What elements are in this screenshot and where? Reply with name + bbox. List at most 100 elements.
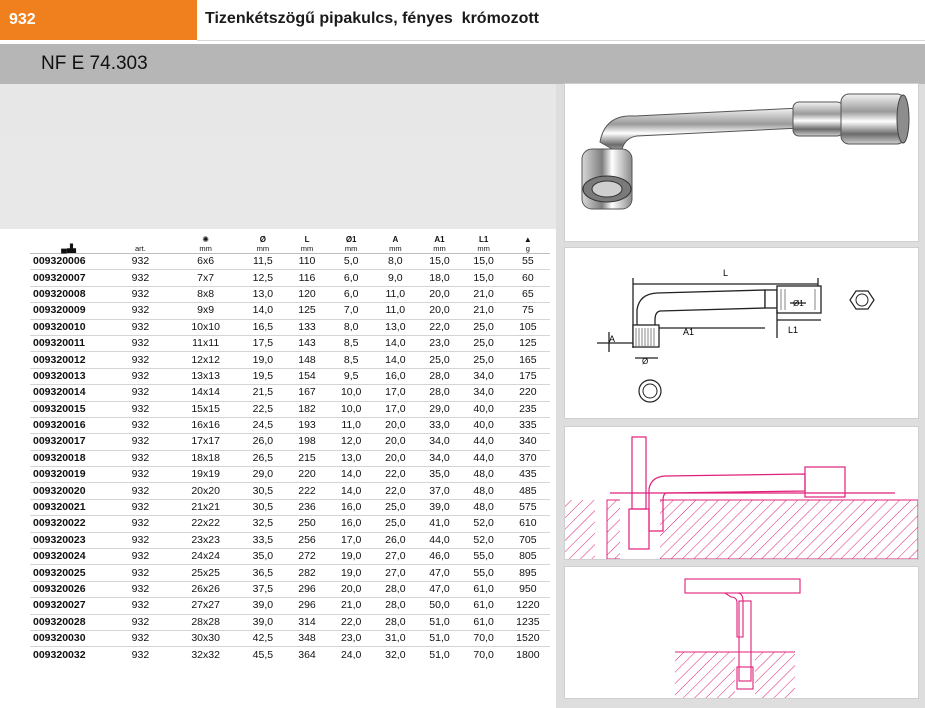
cell-d: 26,5 xyxy=(252,451,274,464)
cell-A1: 51,0 xyxy=(429,632,450,645)
cell-d: 19,5 xyxy=(252,369,274,382)
cell-d1: 14,0 xyxy=(340,468,362,481)
cell-A1: 50,0 xyxy=(429,599,450,612)
cell-size: 11x11 xyxy=(192,337,220,350)
cell-size: 10x10 xyxy=(191,320,220,333)
cell-L1: 61,0 xyxy=(473,599,494,612)
cell-L: 215 xyxy=(298,451,316,464)
product-title: Tizenkétszögű pipakulcs, fényes krómozot… xyxy=(205,10,539,27)
usage-drawing-1-frame xyxy=(565,427,919,560)
cell-d1: 14,0 xyxy=(340,484,362,497)
cell-A: 27,0 xyxy=(385,566,406,579)
cell-A: 14,0 xyxy=(385,337,406,350)
cell-A1: 44,0 xyxy=(429,533,450,546)
cell-d1: 23,0 xyxy=(340,632,362,645)
cell-g: 1220 xyxy=(516,599,540,612)
cell-L: 272 xyxy=(298,550,316,563)
cell-g: 55 xyxy=(522,255,534,268)
cell-art: 009320017 xyxy=(33,435,86,448)
cell-ref: 932 xyxy=(131,402,150,415)
cell-L: 143 xyxy=(298,337,316,350)
cell-A1: 15,0 xyxy=(429,255,450,268)
cell-ref: 932 xyxy=(131,583,150,595)
cell-d: 26,0 xyxy=(252,435,274,448)
cell-size: 12x12 xyxy=(191,353,220,366)
label-A: A xyxy=(609,334,615,344)
cell-ref: 932 xyxy=(131,304,150,317)
cell-L1: 55,0 xyxy=(473,550,494,563)
cell-size: 8x8 xyxy=(197,287,215,300)
cell-size: 15x15 xyxy=(191,402,220,415)
label-L1: L1 xyxy=(788,325,798,335)
cell-size: 24x24 xyxy=(191,550,220,563)
cell-d: 29,0 xyxy=(252,468,274,481)
cell-art: 009320020 xyxy=(33,484,86,497)
cell-A: 28,0 xyxy=(385,583,406,595)
usage-drawing-1 xyxy=(565,436,919,560)
cell-L1: 48,0 xyxy=(473,468,494,481)
socket-end-view-icon xyxy=(638,379,662,403)
cell-L: 154 xyxy=(298,369,316,382)
col-header-weight: ▲ g xyxy=(506,229,550,254)
cell-size: 28x28 xyxy=(191,615,220,628)
dimension-drawing-frame: L A1 L1 A Ø Ø1 xyxy=(565,248,918,418)
cell-ref: 932 xyxy=(131,550,150,563)
cell-A1: 47,0 xyxy=(429,583,450,595)
cell-d1: 10,0 xyxy=(340,402,362,415)
col-header-article: ▄▟▖ xyxy=(30,229,110,254)
cell-L: 110 xyxy=(298,255,316,268)
cell-ref: 932 xyxy=(131,599,150,612)
cell-d1: 13,0 xyxy=(340,451,362,464)
cell-d1: 11,0 xyxy=(341,419,361,432)
cell-g: 220 xyxy=(519,386,537,399)
cell-g: 370 xyxy=(519,451,537,464)
cell-ref: 932 xyxy=(131,386,150,399)
cell-L1: 70,0 xyxy=(473,648,494,661)
cell-d: 14,0 xyxy=(252,304,274,317)
cell-size: 19x19 xyxy=(191,468,220,481)
cell-A1: 29,0 xyxy=(429,402,450,415)
cell-L: 198 xyxy=(298,435,316,448)
cell-A: 25,0 xyxy=(385,501,406,514)
cell-A: 27,0 xyxy=(385,550,406,563)
cell-d: 30,5 xyxy=(252,501,274,514)
cell-L: 236 xyxy=(298,501,316,514)
cell-ref: 932 xyxy=(131,337,150,350)
cell-size: 23x23 xyxy=(191,533,220,546)
cell-A1: 22,0 xyxy=(429,320,450,333)
cell-art: 009320022 xyxy=(33,517,86,530)
cell-A1: 51,0 xyxy=(429,648,450,661)
cell-A1: 34,0 xyxy=(429,451,450,464)
cell-L: 250 xyxy=(298,517,316,530)
cell-L: 256 xyxy=(298,533,316,546)
cell-L1: 15,0 xyxy=(473,271,494,284)
cell-d1: 24,0 xyxy=(340,648,362,661)
cell-ref: 932 xyxy=(131,419,150,432)
cell-L: 296 xyxy=(298,583,316,595)
cell-d: 12,5 xyxy=(252,271,274,284)
cell-g: 235 xyxy=(519,402,537,415)
cell-art: 009320019 xyxy=(33,468,86,481)
cell-d1: 8,5 xyxy=(343,337,359,350)
cell-size: 30x30 xyxy=(191,632,220,645)
weight-icon: ▲ xyxy=(523,235,532,244)
cell-A: 11,0 xyxy=(385,287,406,300)
cell-size: 6x6 xyxy=(197,255,215,268)
cell-A1: 46,0 xyxy=(429,550,450,563)
cell-A1: 18,0 xyxy=(429,271,450,284)
cell-d: 42,5 xyxy=(252,632,274,645)
cell-d: 45,5 xyxy=(252,648,274,661)
cell-g: 575 xyxy=(519,501,537,514)
cell-d: 35,0 xyxy=(252,550,274,563)
cell-L1: 21,0 xyxy=(473,304,494,317)
cell-size: 26x26 xyxy=(191,583,220,595)
